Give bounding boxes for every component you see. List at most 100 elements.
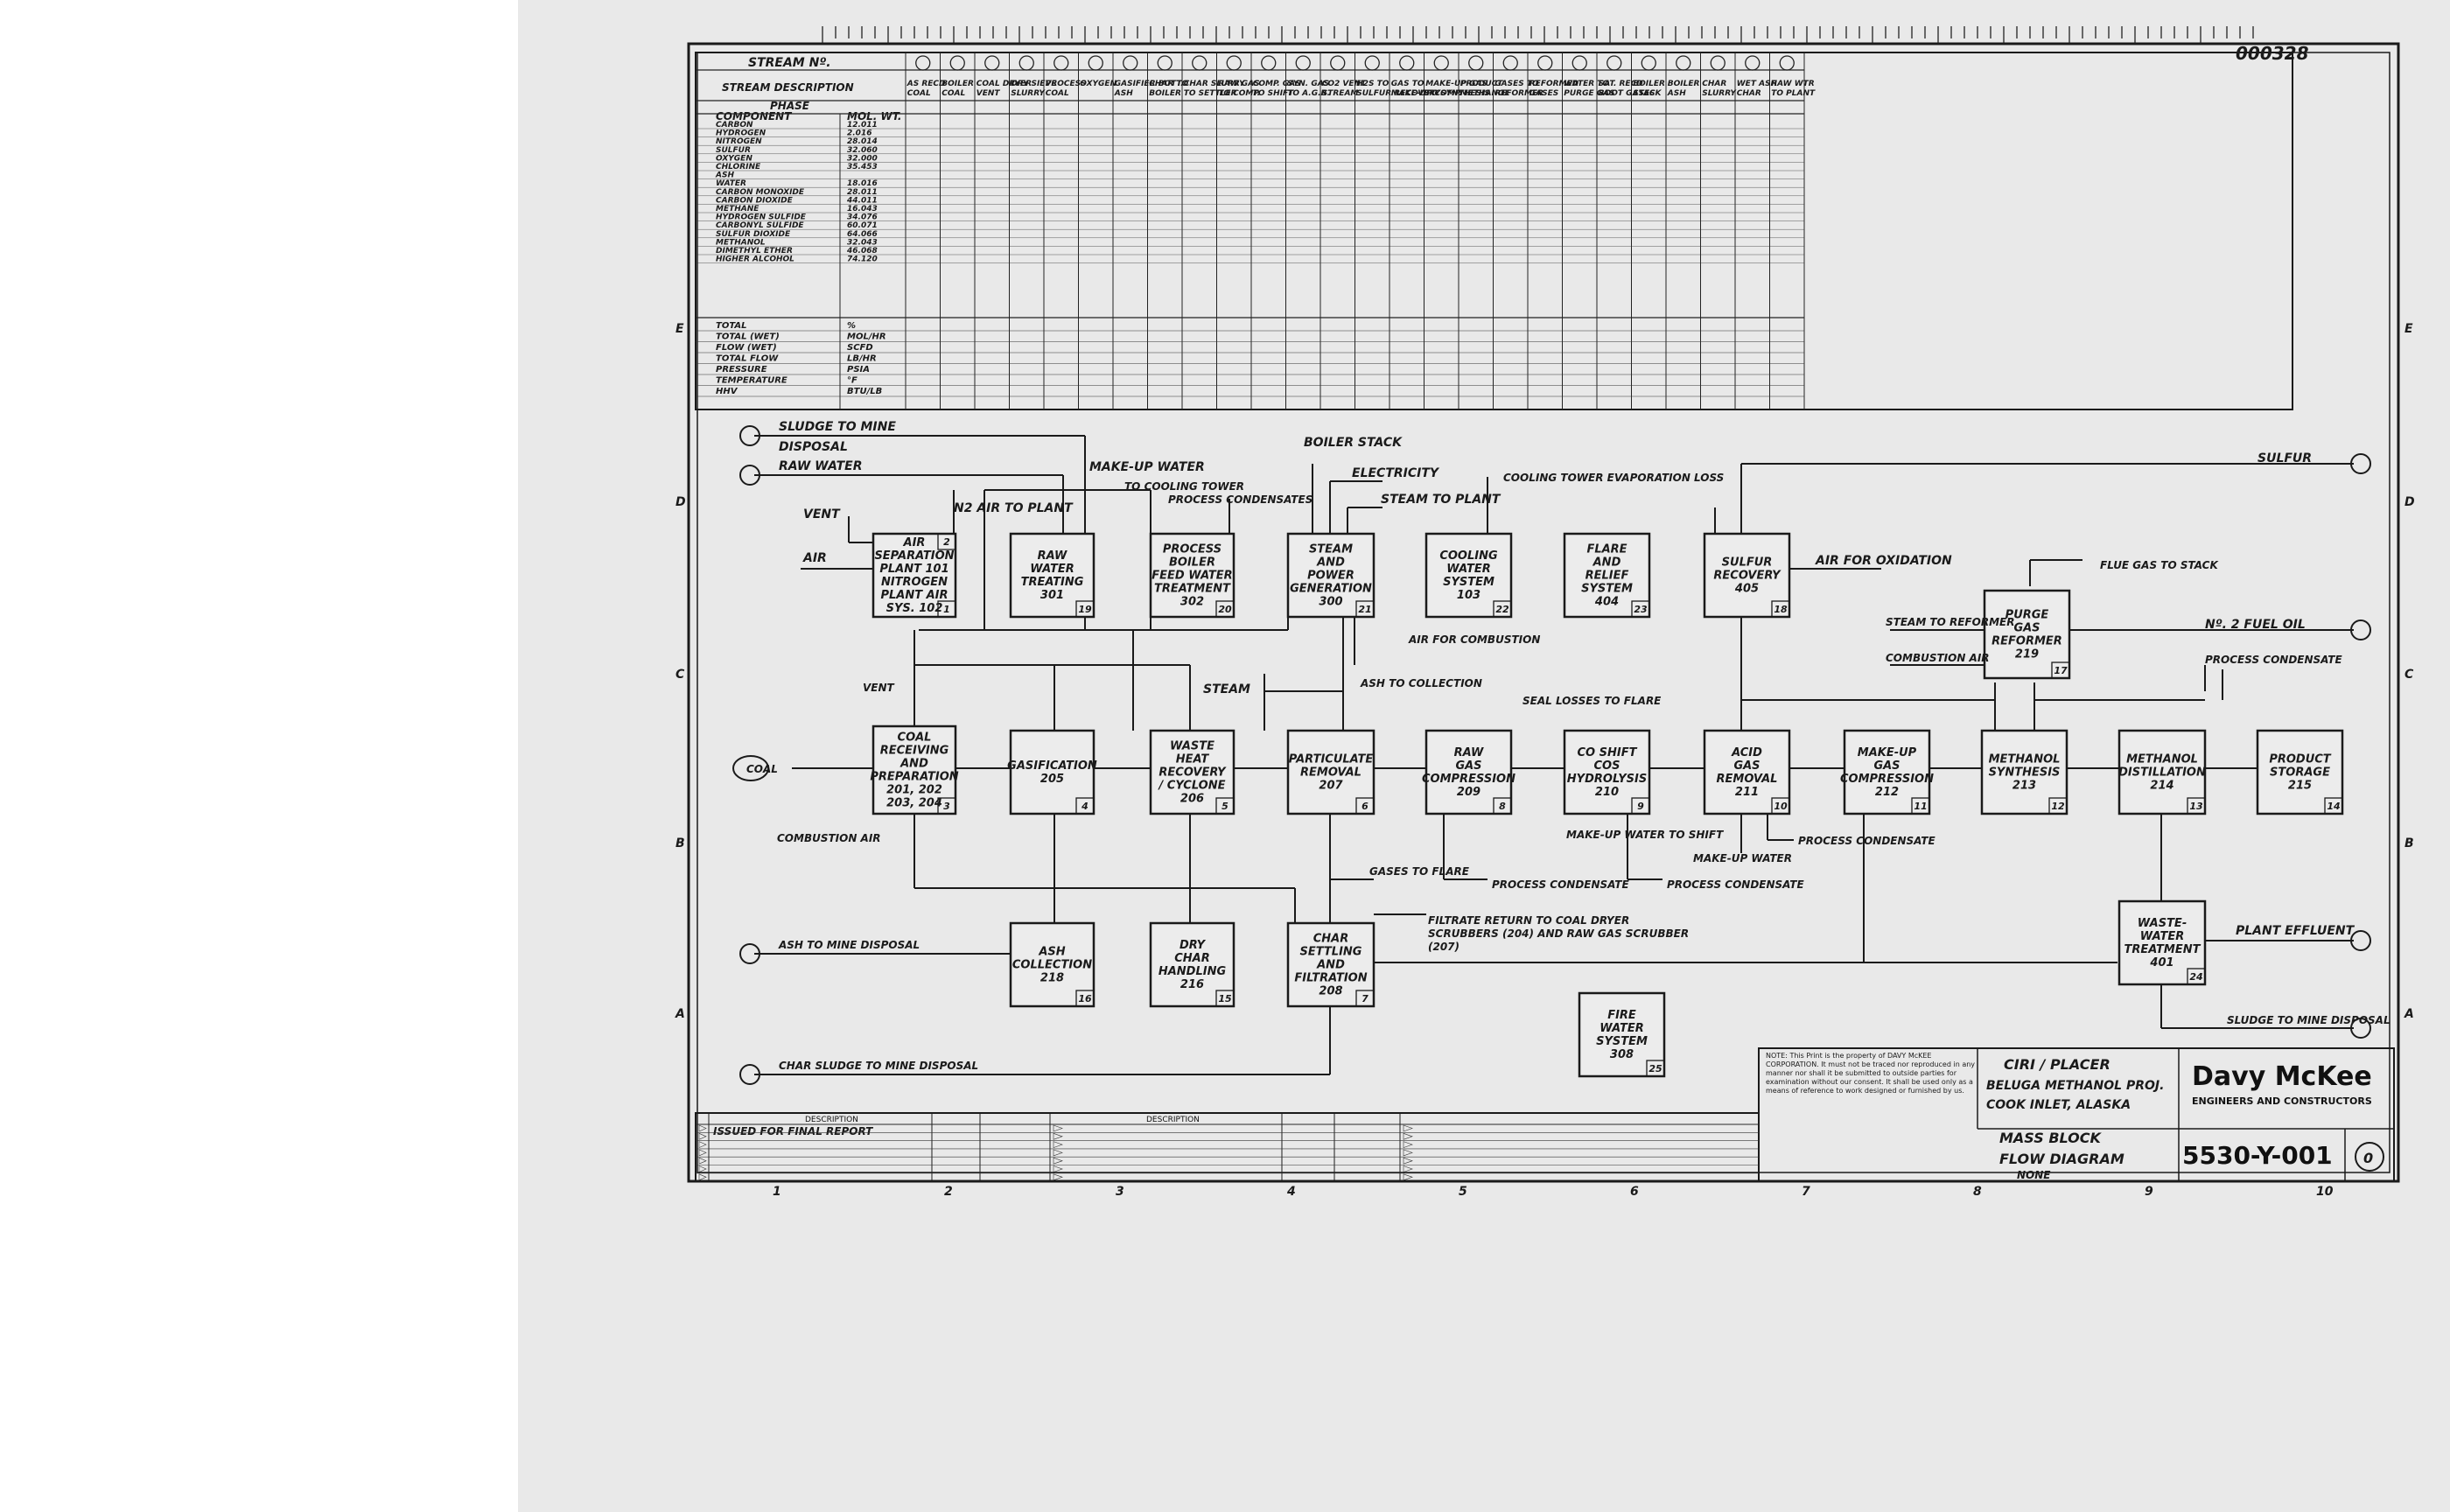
- block-text: PRODUCT: [2269, 753, 2331, 766]
- block-text: 216: [1180, 978, 1204, 991]
- label-seal-losses: SEAL LOSSES TO FLARE: [1522, 695, 1662, 707]
- title-block: NOTE: This Print is the property of DAVY…: [1758, 1047, 2395, 1182]
- terminal-char: [739, 1064, 760, 1085]
- block-text: FILTRATION: [1294, 972, 1367, 985]
- coal-input-icon: [732, 755, 769, 781]
- stream-number-circle: [1364, 55, 1380, 71]
- block-text: SYS. 102: [886, 602, 943, 615]
- total-label: TOTAL FLOW: [716, 354, 779, 364]
- stream-number-circle: [1054, 55, 1069, 71]
- component-name: CARBON MONOXIDE: [716, 188, 805, 197]
- stream-number-circle: [1710, 55, 1726, 71]
- terminal-sludge-2: [2350, 1018, 2371, 1039]
- block-text: SETTLING: [1300, 946, 1362, 959]
- label-filtrate: FILTRATE RETURN TO COAL DRYER SCRUBBERS …: [1428, 914, 1689, 953]
- label-air: AIR: [802, 551, 827, 565]
- total-unit: LB/HR: [847, 354, 877, 364]
- block-text: 207: [1319, 780, 1343, 793]
- label-combustion-air: COMBUSTION AIR: [1886, 652, 1990, 664]
- component-name: DIMETHYL ETHER: [716, 247, 793, 256]
- block-tag: 23: [1634, 604, 1648, 615]
- block-text: SEPARATION: [874, 550, 954, 563]
- component-name: METHANOL: [716, 238, 766, 247]
- block-text: 210: [1595, 786, 1619, 799]
- block-tag: 16: [1078, 993, 1092, 1004]
- grid-col: 7: [1802, 1185, 1810, 1199]
- component-name: CHLORINE: [716, 163, 761, 172]
- block-text: CHAR: [1174, 952, 1210, 965]
- block-text: HANDLING: [1158, 965, 1227, 978]
- block-text: GENERATION: [1290, 583, 1372, 596]
- label-process-condensate: PROCESS CONDENSATE: [2205, 654, 2342, 666]
- block-text: PREPARATION: [870, 771, 958, 784]
- component-mw: 32.000: [847, 154, 878, 163]
- label-boiler-stack: BOILER STACK: [1304, 436, 1403, 450]
- block-tag: 24: [2189, 971, 2202, 983]
- top-scale-ticks: [822, 26, 2254, 44]
- stream-number-circle: [1088, 55, 1103, 71]
- grid-col: 8: [1973, 1185, 1982, 1199]
- component-mw: 32.043: [847, 238, 878, 247]
- label-vent: VENT: [803, 508, 841, 522]
- block-text: SULFUR: [1722, 556, 1773, 570]
- revision-block: DESCRIPTION DESCRIPTION ISSUED FOR FINAL…: [695, 1112, 1760, 1182]
- block-text: 209: [1457, 786, 1480, 799]
- block-text: SYNTHESIS: [1989, 766, 2061, 780]
- block-tag: 19: [1078, 604, 1092, 615]
- label-coal: COAL: [746, 763, 778, 775]
- block-text: STEAM: [1309, 543, 1353, 556]
- component-mw: 64.066: [847, 230, 878, 239]
- client-line1: CIRI / PLACER: [2004, 1056, 2110, 1073]
- block-text: PLANT 101: [879, 563, 948, 576]
- label-raw-water: RAW WATER: [779, 459, 863, 473]
- block-text: WATER: [1600, 1022, 1643, 1035]
- label-char-sludge: CHAR SLUDGE TO MINE DISPOSAL: [779, 1060, 978, 1072]
- block-text: AIR: [903, 536, 926, 550]
- stream-number-circle: [915, 55, 931, 71]
- block-tag: 25: [1648, 1063, 1662, 1074]
- block-text: 208: [1319, 985, 1342, 998]
- component-name: HYDROGEN SULFIDE: [716, 214, 807, 222]
- stream-number-circle: [1502, 55, 1518, 71]
- block-tag: 7: [1362, 993, 1368, 1004]
- grid-row-right: B: [2404, 836, 2414, 850]
- block-text: FIRE: [1607, 1009, 1636, 1022]
- grid-col: 3: [1116, 1185, 1124, 1199]
- grid-col: 10: [2316, 1185, 2334, 1199]
- block-tag: 22: [1495, 604, 1509, 615]
- block-text: RELIEF: [1586, 570, 1629, 583]
- component-mw: 28.011: [847, 188, 878, 197]
- block-text: 218: [1040, 972, 1064, 985]
- component-name: WATER: [716, 179, 746, 188]
- block-text: GAS: [2013, 622, 2040, 635]
- block-text: 205: [1040, 773, 1064, 786]
- total-label: TOTAL: [716, 321, 746, 331]
- stream-number-circle: [984, 55, 1000, 71]
- rev-desc-header-2: DESCRIPTION: [1146, 1116, 1200, 1124]
- block-text: WASTE-: [2138, 917, 2187, 930]
- grid-row-left: C: [676, 668, 685, 682]
- block-text: GASIFICATION: [1007, 760, 1097, 773]
- block-tag: 20: [1218, 604, 1232, 615]
- component-name: OXYGEN: [716, 154, 752, 163]
- terminal-sulfur: [2350, 453, 2371, 474]
- terminal-effluent: [2350, 930, 2371, 951]
- label-n2-air: N2 AIR TO PLANT: [954, 501, 1074, 515]
- block-text: PURGE: [2006, 609, 2049, 622]
- stream-number-circle: [1157, 55, 1172, 71]
- block-text: SYSTEM: [1443, 576, 1494, 589]
- label-ash-collection: ASH TO COLLECTION: [1360, 677, 1482, 690]
